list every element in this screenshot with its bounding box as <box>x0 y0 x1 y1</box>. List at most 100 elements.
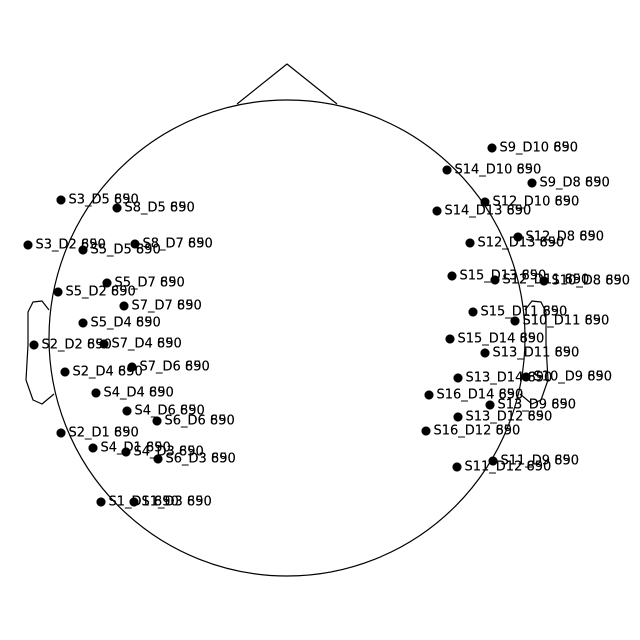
sensor: S5_D4 690 <box>78 316 161 331</box>
sensor: S5_D7 690 <box>102 276 185 291</box>
sensor-label: S5_D2 690 <box>66 285 136 300</box>
sensor-label: S2_D1 690 <box>69 426 139 441</box>
sensor-dot <box>56 428 66 438</box>
sensor-dot <box>487 143 497 153</box>
sensor: S9_D8 690 <box>527 176 610 191</box>
sensor-label: S14_D10 690 <box>455 163 542 178</box>
sensor-label: S8_D5 690 <box>125 201 195 216</box>
sensor-label: S13_D14 690 <box>466 371 553 386</box>
sensor-label: S2_D4 690 <box>73 365 143 380</box>
sensor-dot <box>153 454 163 464</box>
sensor: S1_D3 690 <box>129 495 212 510</box>
sensor-label: S2_D2 850 <box>42 338 112 353</box>
sensor-dot <box>88 443 98 453</box>
sensor: S11_D9 690 <box>488 454 580 469</box>
sensor: S4_D6 690 <box>122 404 205 419</box>
sensor-dot <box>152 416 162 426</box>
sensor-label: S2_D2 690 <box>42 338 112 353</box>
sensor-dot <box>480 348 490 358</box>
sensor-label: S14_D13 850 <box>445 204 532 219</box>
sensor-label: S6_D3 690 <box>166 452 236 467</box>
sensor-dot <box>453 373 463 383</box>
sensor: S16_D14 690 <box>424 388 524 403</box>
sensor: S14_D10 690 <box>442 163 542 178</box>
sensor-dot <box>442 165 452 175</box>
sensor-label: S11_D9 850 <box>501 454 580 469</box>
sensor-dot <box>465 238 475 248</box>
sensor-label: S15_D13 690 <box>460 269 547 284</box>
sensor-dot <box>112 203 122 213</box>
sensor-label: S3_D5 690 <box>69 193 139 208</box>
sensor-dot <box>78 245 88 255</box>
sensor: S2_D4 690 <box>60 365 143 380</box>
sensor-label: S15_D11 690 <box>481 305 568 320</box>
sensor-label: S4_D1 690 <box>101 441 171 456</box>
sensor-label: S11_D9 690 <box>501 454 580 469</box>
sensor: S8_D7 690 <box>130 237 213 252</box>
left-ear <box>25 300 55 405</box>
sensor: S2_D2 690 <box>29 338 112 353</box>
sensor: S13_D12 690 <box>453 410 552 425</box>
sensor-label: S6_D6 850 <box>165 414 235 429</box>
sensor: S2_D1 690 <box>56 426 139 441</box>
sensor-label: S10_D9 850 <box>534 370 613 385</box>
sensor: S5_D2 690 <box>53 285 136 300</box>
sensor: S12_D10 690 <box>480 195 579 210</box>
sensor: S8_D5 690 <box>112 201 195 216</box>
sensor-label: S4_D6 850 <box>135 404 205 419</box>
sensor-dot <box>445 334 455 344</box>
sensor-label: S5_D5 850 <box>91 243 161 258</box>
sensor-label: S1_D3 850 <box>142 495 212 510</box>
sensor-dot <box>129 497 139 507</box>
sensor-label: S16_D12 690 <box>434 424 521 439</box>
sensor: S1_D1 690 <box>96 495 179 510</box>
sensor-dot <box>480 197 490 207</box>
sensor-dot <box>447 271 457 281</box>
sensor-label: S13_D11 690 <box>493 346 580 361</box>
sensor-dot <box>488 456 498 466</box>
sensor-dot <box>121 447 131 457</box>
sensor-label: S4_D6 690 <box>135 404 205 419</box>
sensor-label: S13_D9 850 <box>498 398 577 413</box>
sensor-dot <box>119 301 129 311</box>
sensor-dot <box>521 372 531 382</box>
sensor-dot <box>29 340 39 350</box>
sensor: S15_D11 690 <box>468 305 568 320</box>
sensor-label: S10_D11 690 <box>523 314 610 329</box>
sensor-dot <box>539 276 549 286</box>
sensor-label: S9_D10 690 <box>500 141 579 156</box>
sensor-label: S5_D7 690 <box>115 276 185 291</box>
sensor-label: S13_D11 850 <box>493 346 580 361</box>
sensor: S5_D5 690 <box>78 243 161 258</box>
sensor-dot <box>424 390 434 400</box>
sensor-label: S5_D7 850 <box>115 276 185 291</box>
sensor-dot <box>122 406 132 416</box>
sensor-dot <box>78 318 88 328</box>
sensor-label: S4_D1 850 <box>101 441 171 456</box>
sensor-label: S11_D12 690 <box>465 460 552 475</box>
sensor: S6_D3 690 <box>153 452 236 467</box>
sensor-label: S6_D6 690 <box>165 414 235 429</box>
sensor-label: S2_D1 850 <box>69 426 139 441</box>
sensor-dot <box>453 412 463 422</box>
sensor: S7_D4 690 <box>99 337 182 352</box>
sensor-label: S7_D6 690 <box>140 360 210 375</box>
sensor-label: S11_D12 850 <box>465 460 552 475</box>
right-ear <box>519 300 549 405</box>
sensor: S16_D12 690 <box>421 424 521 439</box>
sensor-label: S16_D14 690 <box>437 388 524 403</box>
sensor: S3_D5 690 <box>56 193 139 208</box>
sensor-label: S13_D14 850 <box>466 371 553 386</box>
sensor-dot <box>91 388 101 398</box>
sensor-dot <box>490 275 500 285</box>
sensor: S4_D3 690 <box>121 445 204 460</box>
sensor-dot <box>53 287 63 297</box>
sensor-dot <box>527 178 537 188</box>
sensor-label: S13_D9 690 <box>498 398 577 413</box>
sensor-label: S15_D13 850 <box>460 269 547 284</box>
sensor-dot <box>432 206 442 216</box>
sensor-label: S4_D3 850 <box>134 445 204 460</box>
sensor: S13_D11 690 <box>480 346 580 361</box>
